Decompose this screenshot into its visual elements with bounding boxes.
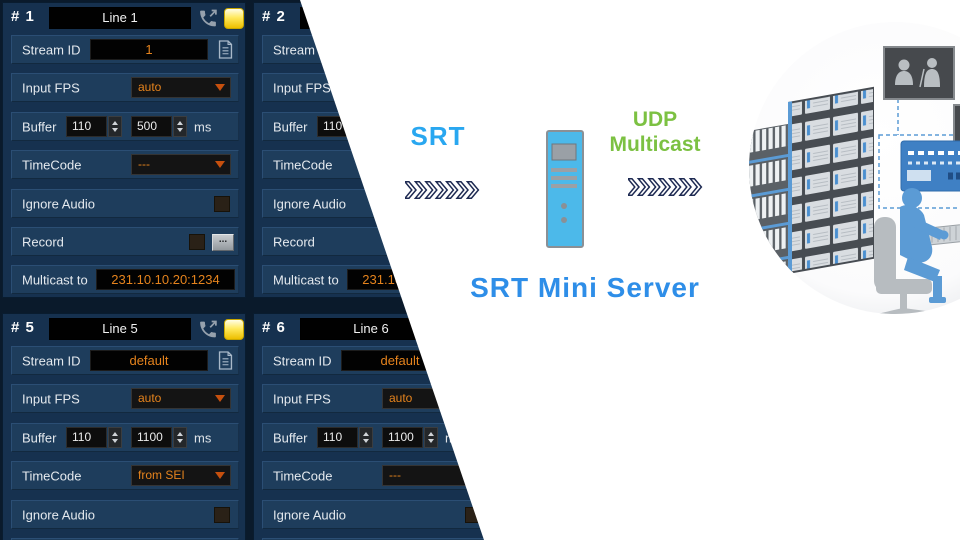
flow-chevrons-right-icon bbox=[628, 178, 703, 196]
buffer-unit-label: ms bbox=[194, 430, 212, 445]
spinner-icon[interactable] bbox=[173, 116, 187, 137]
panel-number: # 6 bbox=[262, 319, 286, 336]
timecode-select[interactable]: --- bbox=[382, 465, 482, 486]
ignore-audio-label: Ignore Audio bbox=[22, 196, 96, 211]
timecode-select[interactable]: from SEI bbox=[131, 465, 231, 486]
udp-label-line2: Multicast bbox=[609, 133, 701, 156]
stream-id-row: Stream ID 1 bbox=[11, 35, 239, 64]
ignore-audio-label: Ignore Audio bbox=[22, 507, 96, 522]
timecode-row: TimeCode from SEI bbox=[11, 461, 239, 490]
spinner-icon[interactable] bbox=[108, 116, 122, 137]
buffer-label: Buffer bbox=[273, 119, 308, 134]
copy-icon[interactable] bbox=[217, 39, 234, 60]
server-tower-icon bbox=[546, 130, 584, 248]
spinner-icon[interactable] bbox=[359, 427, 373, 448]
stream-id-input[interactable]: default bbox=[90, 350, 208, 371]
srt-protocol-label: SRT bbox=[410, 121, 466, 151]
spinner-icon[interactable] bbox=[173, 427, 187, 448]
dropdown-arrow-icon bbox=[215, 472, 225, 479]
input-fps-value: auto bbox=[389, 391, 413, 405]
ignore-audio-row: Ignore Audio bbox=[262, 500, 490, 529]
stream-id-label: Stream ID bbox=[22, 353, 81, 368]
buffer-unit-label: ms bbox=[194, 119, 212, 134]
line-name-field[interactable]: Line 1 bbox=[49, 7, 191, 29]
timecode-value: from SEI bbox=[138, 468, 185, 482]
timecode-value: --- bbox=[389, 468, 401, 482]
buffer-latency-input[interactable]: 110 bbox=[317, 427, 358, 448]
ignore-audio-checkbox[interactable] bbox=[214, 196, 230, 212]
dropdown-arrow-icon bbox=[215, 161, 225, 168]
flow-chevrons-left-icon bbox=[405, 181, 480, 199]
record-checkbox[interactable] bbox=[189, 234, 205, 250]
timecode-select[interactable]: --- bbox=[131, 154, 231, 175]
multicast-input[interactable]: 231.10.10.20:1234 bbox=[96, 269, 235, 290]
stream-id-label: Stream ID bbox=[273, 353, 332, 368]
udp-label-line1: UDP bbox=[632, 108, 678, 131]
multicast-label: Multicast to bbox=[22, 272, 88, 287]
input-fps-select[interactable]: auto bbox=[131, 388, 231, 409]
status-lamp bbox=[224, 319, 244, 340]
input-fps-label: Input FPS bbox=[273, 80, 331, 95]
input-fps-row: Input FPS auto bbox=[11, 73, 239, 102]
stream-id-input[interactable]: 1 bbox=[90, 39, 208, 60]
ignore-audio-label: Ignore Audio bbox=[273, 507, 347, 522]
spinner-icon[interactable] bbox=[424, 427, 438, 448]
input-fps-label: Input FPS bbox=[22, 80, 80, 95]
input-fps-value: auto bbox=[138, 391, 162, 405]
phone-call-icon[interactable] bbox=[197, 319, 219, 340]
record-row: Record ... bbox=[11, 227, 239, 256]
copy-icon[interactable] bbox=[217, 350, 234, 371]
line-name-field[interactable]: Line 6 bbox=[300, 318, 442, 340]
stream-panel-5: # 5 Line 5 Stream ID default Input FPS a… bbox=[2, 313, 246, 540]
record-browse-button[interactable]: ... bbox=[212, 234, 234, 251]
ignore-audio-label: Ignore Audio bbox=[273, 196, 347, 211]
input-fps-label: Input FPS bbox=[22, 391, 80, 406]
buffer-row: Buffer 110 1100 ms bbox=[11, 423, 239, 452]
dropdown-arrow-icon bbox=[215, 84, 225, 91]
input-fps-value: auto bbox=[138, 80, 162, 94]
status-lamp bbox=[224, 8, 244, 29]
timecode-value: --- bbox=[138, 157, 150, 171]
stream-id-label: Stream ID bbox=[22, 42, 81, 57]
timecode-row: TimeCode --- bbox=[262, 461, 490, 490]
ignore-audio-row: Ignore Audio bbox=[11, 189, 239, 218]
timecode-label: TimeCode bbox=[22, 157, 82, 172]
udp-multicast-label: UDP Multicast bbox=[598, 107, 712, 157]
record-row: Record ... bbox=[11, 538, 239, 540]
multicast-label: Multicast to bbox=[273, 272, 339, 287]
input-fps-select[interactable]: auto bbox=[131, 77, 231, 98]
spinner-icon[interactable] bbox=[108, 427, 122, 448]
timecode-label: TimeCode bbox=[273, 468, 333, 483]
panel-number: # 5 bbox=[11, 319, 35, 336]
line-name-field[interactable]: Line 5 bbox=[49, 318, 191, 340]
studio-illustration bbox=[748, 21, 960, 315]
server-caption: SRT Mini Server bbox=[470, 272, 700, 303]
timecode-label: TimeCode bbox=[273, 157, 333, 172]
buffer-row: Buffer 110 500 ms bbox=[11, 112, 239, 141]
record-label: Record bbox=[22, 234, 64, 249]
buffer-label: Buffer bbox=[22, 430, 57, 445]
panel-number: # 1 bbox=[11, 8, 35, 25]
multicast-row: Multicast to 231.10.10.20:1234 bbox=[11, 265, 239, 294]
buffer-latency-input[interactable]: 110 bbox=[66, 427, 107, 448]
timecode-row: TimeCode --- bbox=[11, 150, 239, 179]
buffer-latency-input[interactable]: 110 bbox=[66, 116, 107, 137]
buffer-label: Buffer bbox=[22, 119, 57, 134]
dropdown-arrow-icon bbox=[215, 395, 225, 402]
buffer-delay-input[interactable]: 500 bbox=[131, 116, 172, 137]
stream-id-row: Stream ID default bbox=[11, 346, 239, 375]
phone-call-icon[interactable] bbox=[197, 8, 219, 29]
panel-number: # 2 bbox=[262, 8, 286, 25]
input-fps-row: Input FPS auto bbox=[11, 384, 239, 413]
ignore-audio-row: Ignore Audio bbox=[11, 500, 239, 529]
buffer-delay-input[interactable]: 1100 bbox=[131, 427, 172, 448]
record-label: Record bbox=[273, 234, 315, 249]
timecode-label: TimeCode bbox=[22, 468, 82, 483]
stream-panel-1: # 1 Line 1 Stream ID 1 Input FPS auto Bu… bbox=[2, 2, 246, 298]
ignore-audio-checkbox[interactable] bbox=[214, 507, 230, 523]
buffer-label: Buffer bbox=[273, 430, 308, 445]
buffer-delay-input[interactable]: 1100 bbox=[382, 427, 423, 448]
input-fps-label: Input FPS bbox=[273, 391, 331, 406]
